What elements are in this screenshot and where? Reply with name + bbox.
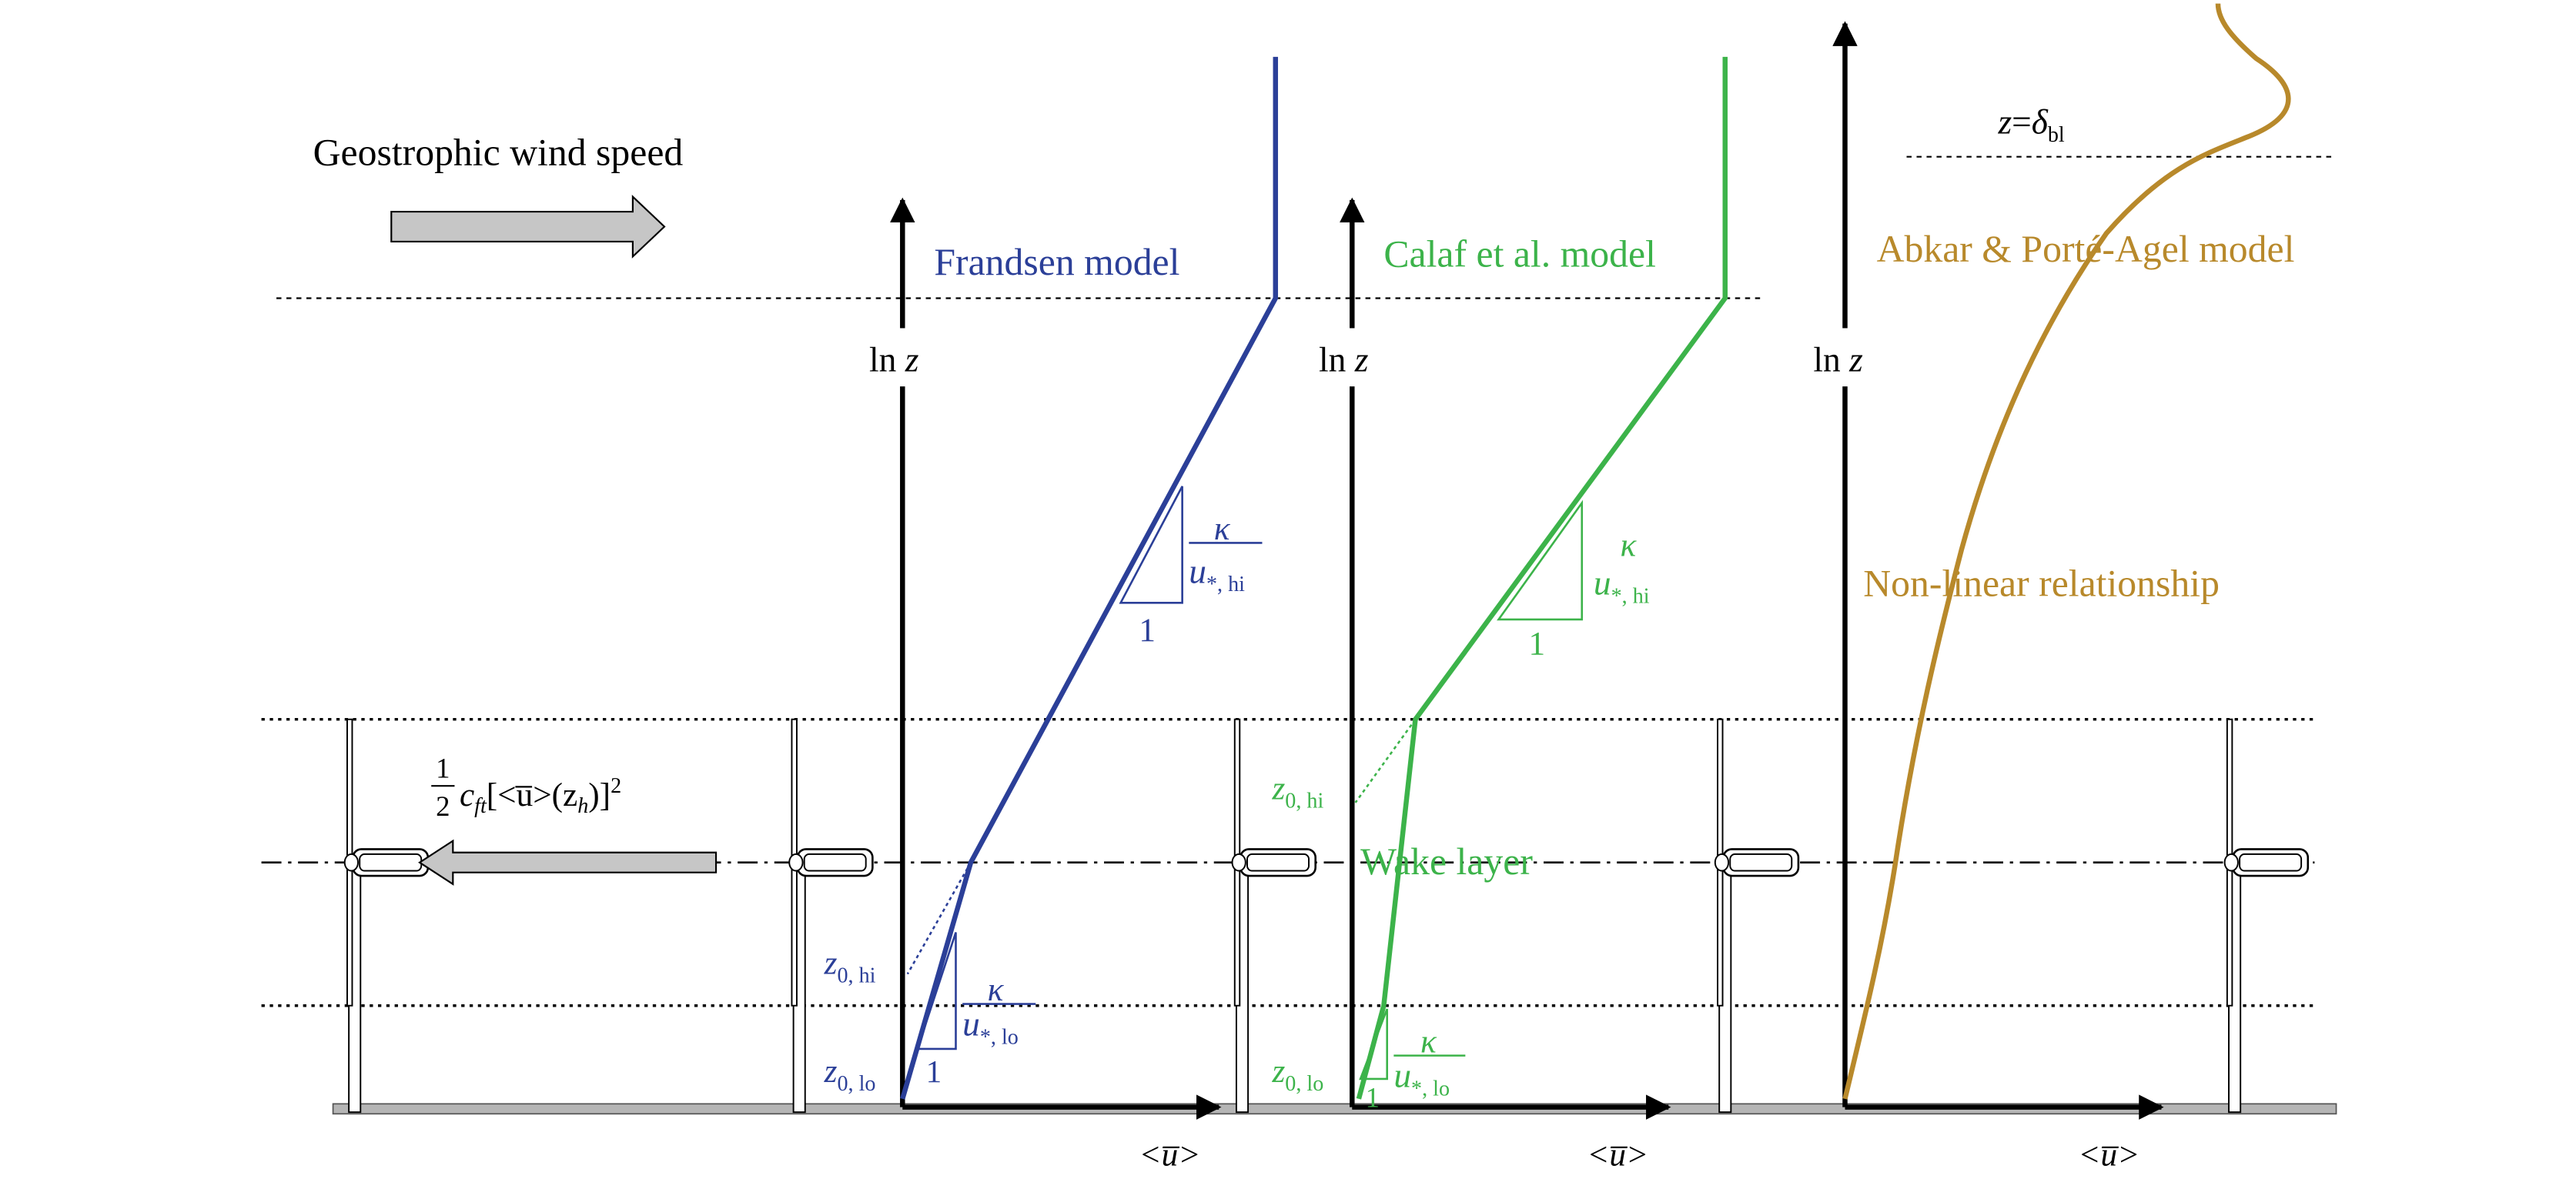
- abkar-profile: [1842, 3, 2291, 1100]
- svg-text:1: 1: [1139, 612, 1156, 649]
- geostrophic-label: Geostrophic wind speed: [313, 131, 684, 173]
- frandsen-axis-label: ln z: [869, 341, 919, 379]
- abkar-axis-label: ln z: [1813, 341, 1863, 379]
- frandsen-x-label: <u̅>: [1139, 1136, 1200, 1173]
- wind-turbine: [343, 718, 430, 1114]
- svg-text:u*, lo: u*, lo: [1393, 1057, 1450, 1101]
- calaf-lower-slope-label: κ u*, lo 1: [1366, 1023, 1466, 1114]
- svg-text:u*, hi: u*, hi: [1189, 552, 1245, 596]
- calaf-x-label: <u̅>: [1587, 1136, 1648, 1173]
- frandsen-z0-hi: z0, hi: [824, 945, 876, 988]
- frandsen-upper-slope-triangle: [1119, 486, 1183, 604]
- frandsen-z0-lo: z0, lo: [824, 1053, 876, 1096]
- calaf-axis-label: ln z: [1319, 341, 1369, 379]
- calaf-z0-hi: z0, hi: [1271, 770, 1323, 813]
- svg-text:κ: κ: [1214, 510, 1231, 547]
- svg-text:1: 1: [1529, 625, 1546, 662]
- svg-text:κ: κ: [1620, 527, 1637, 564]
- ground-strip: [332, 1103, 2337, 1115]
- calaf-model-label: Calaf et al. model: [1383, 232, 1656, 275]
- calaf-z0-lo: z0, lo: [1271, 1053, 1323, 1096]
- drag-term-label: 1 2 cft[<u̅>(zh)]2: [431, 752, 621, 822]
- frandsen-panel: ln z <u̅> Frandsen model κ u*, hi 1 κ u*…: [824, 56, 1279, 1173]
- frandsen-lower-slope-triangle: [915, 932, 957, 1050]
- bl-height-label: z=δbl: [1997, 102, 2064, 147]
- wake-layer-label: Wake layer: [1360, 840, 1533, 883]
- calaf-upper-slope-triangle: [1497, 499, 1584, 621]
- svg-text:cft[<u̅>(zh)]2: cft[<u̅>(zh)]2: [460, 774, 621, 818]
- geostrophic-arrow: [390, 195, 666, 259]
- svg-text:1: 1: [436, 752, 450, 783]
- frandsen-upper-slope-label: κ u*, hi 1: [1139, 510, 1263, 649]
- svg-text:κ: κ: [1420, 1023, 1437, 1060]
- svg-text:1: 1: [1366, 1082, 1380, 1114]
- nonlinear-label: Non-linear relationship: [1863, 563, 2220, 605]
- wind-turbine: [1714, 718, 1800, 1114]
- calaf-lower-slope-triangle: [1359, 1008, 1388, 1080]
- calaf-profile: [1356, 56, 1728, 1100]
- calaf-upper-slope-label: κ u*, hi 1: [1529, 527, 1650, 663]
- abkar-panel: ln z <u̅> Abkar & Porté-Agel model Non-l…: [1803, 3, 2295, 1173]
- svg-text:κ: κ: [988, 971, 1005, 1008]
- abkar-x-label: <u̅>: [2078, 1136, 2139, 1173]
- wind-turbine: [2223, 718, 2310, 1114]
- calaf-panel: ln z <u̅> Calaf et al. model κ u*, hi 1 …: [1271, 56, 1728, 1173]
- drag-arrow: [418, 839, 718, 886]
- svg-text:u*, hi: u*, hi: [1594, 563, 1650, 608]
- frandsen-extrapolation: [906, 862, 972, 975]
- frandsen-model-label: Frandsen model: [934, 241, 1179, 283]
- svg-text:2: 2: [436, 790, 450, 822]
- frandsen-lower-slope-label: κ u*, lo 1: [926, 971, 1036, 1089]
- frandsen-profile: [900, 56, 1279, 1100]
- svg-text:u*, lo: u*, lo: [962, 1005, 1019, 1050]
- svg-text:1: 1: [926, 1054, 942, 1089]
- abkar-model-label: Abkar & Porté-Agel model: [1877, 228, 2295, 270]
